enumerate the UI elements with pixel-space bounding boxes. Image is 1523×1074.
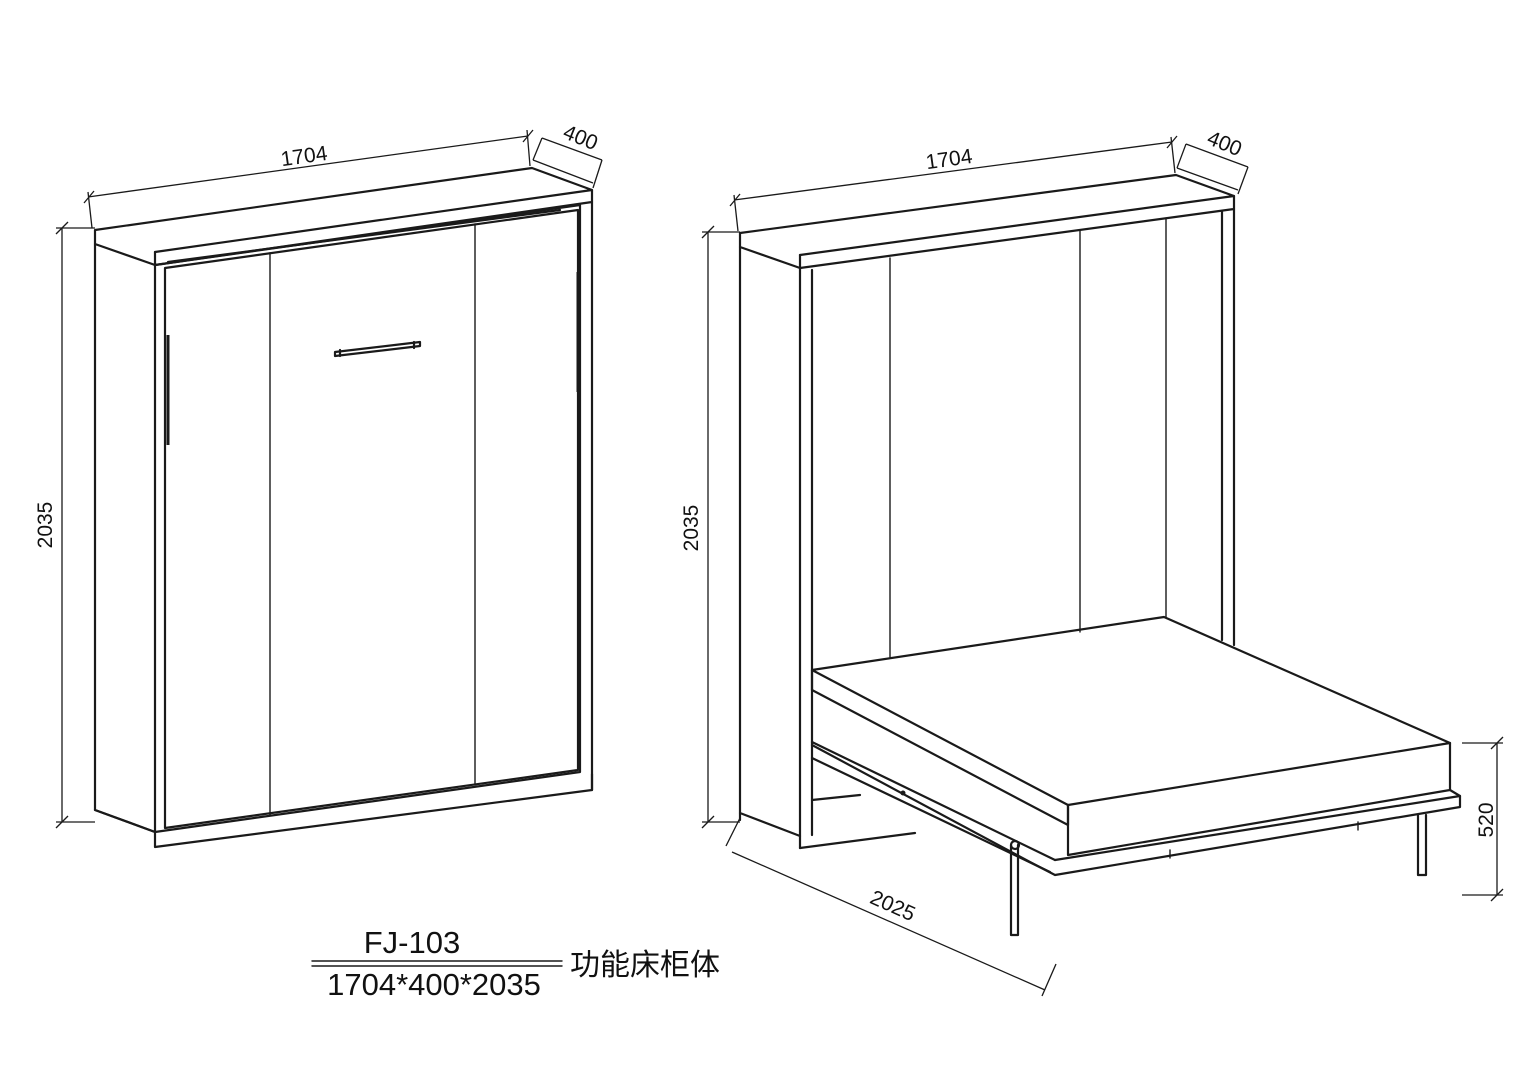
open-depth-ext <box>1185 143 1249 168</box>
bed-leg-left <box>1009 843 1020 937</box>
bed-frame <box>810 743 1462 877</box>
closed-bottom-plinth <box>93 772 594 849</box>
closed-width-dim-line <box>87 135 529 198</box>
closed-cabinet <box>93 166 594 849</box>
closed-door-frame <box>153 203 582 834</box>
closed-height-tick-bottom <box>55 815 69 829</box>
closed-door-face <box>163 208 580 830</box>
closed-width-label: 1704 <box>279 142 329 171</box>
closed-depth-ext <box>541 137 603 161</box>
bed-leg-right <box>1416 813 1428 877</box>
closed-width-tick-right <box>522 129 534 143</box>
bed-length-ext-left <box>725 817 741 847</box>
open-depth-dim-a <box>1176 143 1187 169</box>
closed-left-side <box>93 242 157 834</box>
bed-height-label: 520 <box>1475 802 1498 837</box>
bed-frame-rail-lower <box>810 756 1052 874</box>
closed-depth-dim-a <box>532 137 543 161</box>
title-block: FJ-103 1704*400*2035 功能床柜体 <box>311 925 720 1002</box>
bed-length-label: 2025 <box>867 886 919 926</box>
open-height-label: 2035 <box>680 505 703 552</box>
open-inner-plinth <box>810 793 862 802</box>
closed-width-tick-left <box>83 190 95 204</box>
open-depth-label: 400 <box>1204 127 1245 161</box>
mattress-top <box>810 615 1452 807</box>
open-plinth-bottom <box>798 831 917 850</box>
open-left-side <box>738 245 802 838</box>
closed-door-top-rail <box>166 208 562 264</box>
product-name: 功能床柜体 <box>570 948 720 983</box>
bed-leg-left-joint <box>1009 839 1021 851</box>
open-height-tick-top <box>701 225 715 239</box>
closed-depth-dim-b <box>592 159 603 189</box>
closed-height-label: 2035 <box>34 502 57 549</box>
bed-length-dim-line <box>731 851 1046 991</box>
open-width-dim-line <box>733 141 1173 201</box>
model-number: FJ-103 <box>364 925 460 960</box>
bed-frame-foot-rail <box>1053 794 1462 862</box>
open-depth-dim-line <box>1176 167 1239 191</box>
closed-door-handle <box>333 340 422 358</box>
open-depth-dim-b <box>1237 166 1249 195</box>
closed-top-front-edge <box>153 188 594 254</box>
model-size: 1704*400*2035 <box>327 967 541 1002</box>
bed-height-tick-bottom <box>1490 888 1504 902</box>
mattress-front <box>1066 741 1452 857</box>
open-dimensions: 1704 400 2035 2025 520 <box>680 127 1504 997</box>
open-cabinet <box>738 173 1462 937</box>
open-top-front-edge <box>798 194 1236 257</box>
closed-height-tick-top <box>55 221 69 235</box>
open-width-tick-left <box>729 193 741 207</box>
closed-depth-label: 400 <box>560 121 601 155</box>
closed-depth-dim-line <box>532 159 594 184</box>
open-width-tick-right <box>1166 135 1178 149</box>
bed-length-ext-right <box>1041 963 1057 997</box>
bed-height-tick-top <box>1490 736 1504 750</box>
open-height-tick-bottom <box>701 815 715 829</box>
bed-frame-pivot <box>900 790 906 796</box>
